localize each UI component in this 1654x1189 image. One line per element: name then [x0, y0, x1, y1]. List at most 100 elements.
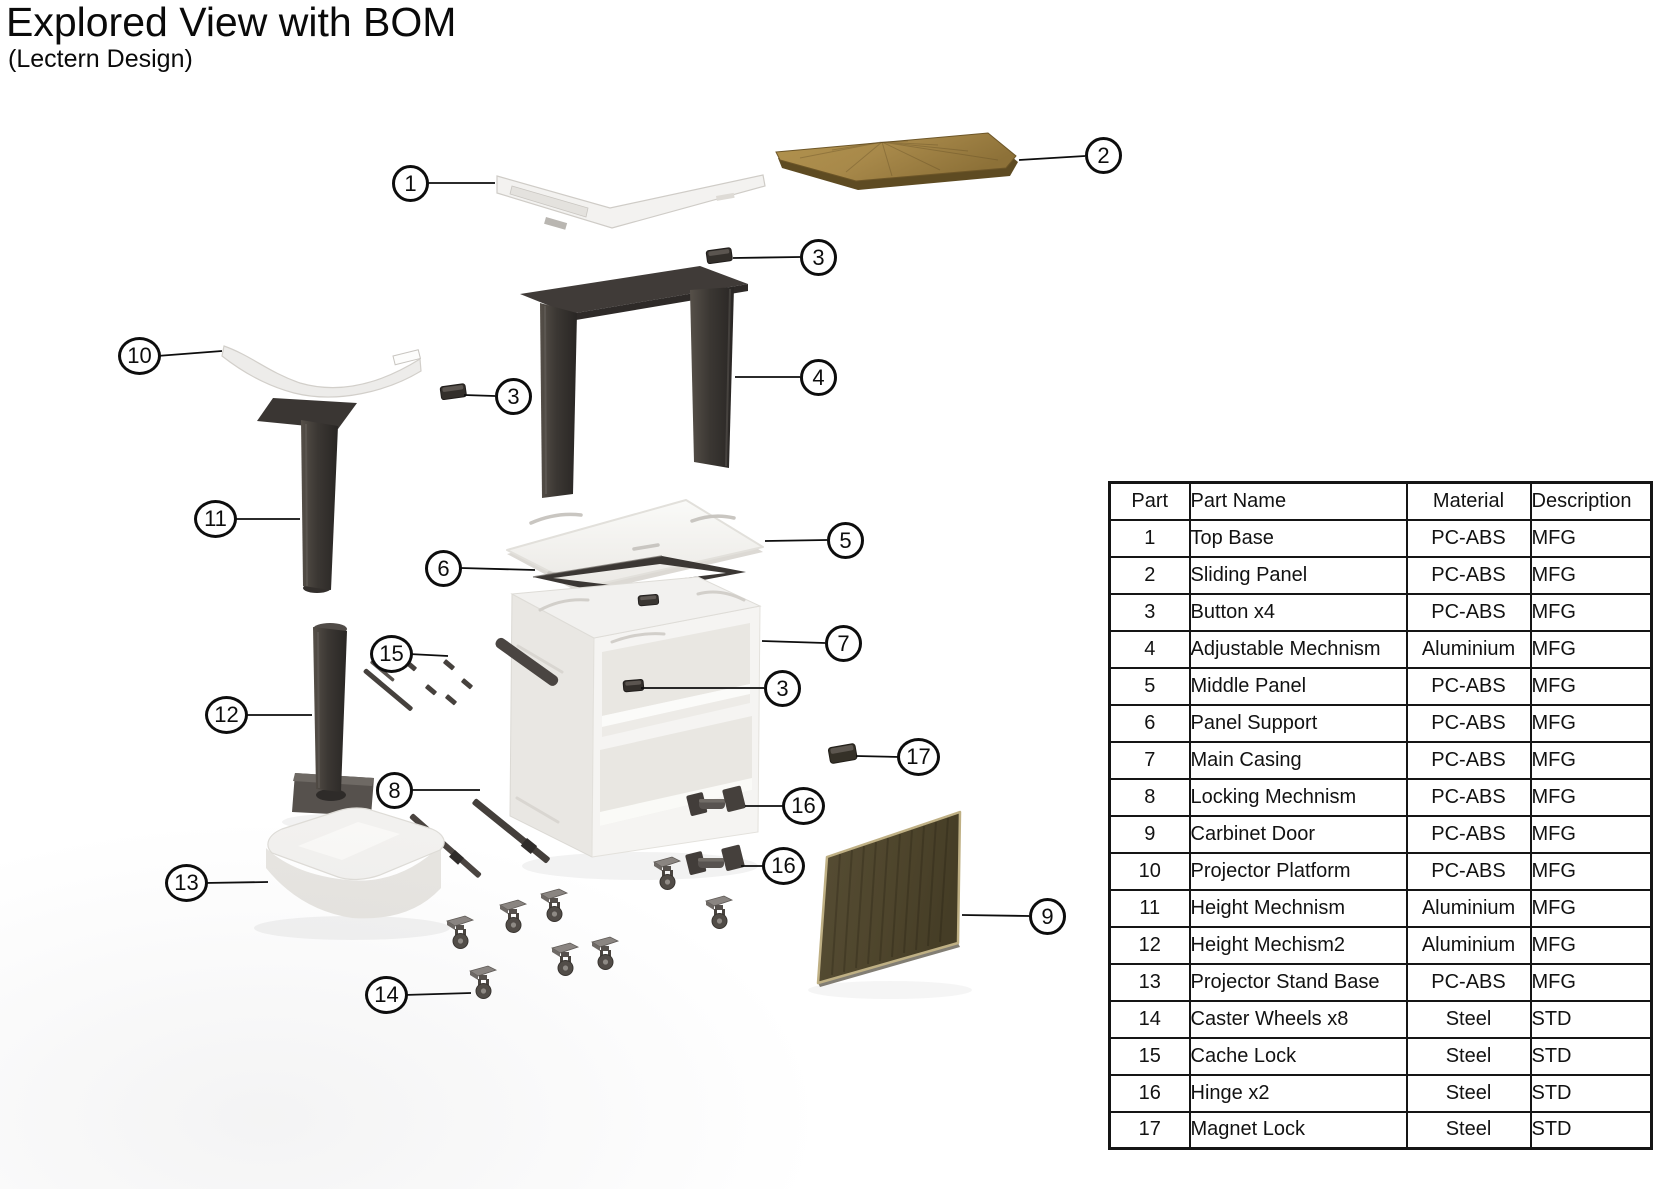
cell-description: STD	[1529, 1110, 1653, 1150]
table-row: 3 Button x4 PC-ABS MFG	[1108, 592, 1653, 632]
cell-name: Sliding Panel	[1188, 555, 1408, 595]
callout-3c: 3	[764, 670, 801, 707]
callout-6: 6	[425, 550, 462, 587]
callout-16b: 16	[762, 847, 805, 885]
callout-12: 12	[205, 696, 248, 734]
cell-material: PC-ABS	[1405, 962, 1532, 1002]
table-row: 1 Top Base PC-ABS MFG	[1108, 518, 1653, 558]
cell-part: 3	[1108, 592, 1191, 632]
cell-description: MFG	[1529, 814, 1653, 854]
part-main-casing	[495, 576, 762, 858]
cell-part: 14	[1108, 999, 1191, 1039]
table-row: 5 Middle Panel PC-ABS MFG	[1108, 666, 1653, 706]
cell-description: STD	[1529, 1036, 1653, 1076]
cell-description: MFG	[1529, 888, 1653, 928]
cell-description: MFG	[1529, 851, 1653, 891]
table-row: 7 Main Casing PC-ABS MFG	[1108, 740, 1653, 780]
cell-part: 11	[1108, 888, 1191, 928]
cell-name: Button x4	[1188, 592, 1408, 632]
part-projector-platform	[221, 345, 422, 398]
table-row: 8 Locking Mechnism PC-ABS MFG	[1108, 777, 1653, 817]
cell-description: MFG	[1529, 962, 1653, 1002]
cell-part: 6	[1108, 703, 1191, 743]
callout-14: 14	[365, 976, 408, 1014]
callout-10: 10	[118, 337, 161, 375]
table-row: 9 Carbinet Door PC-ABS MFG	[1108, 814, 1653, 854]
cell-description: MFG	[1529, 629, 1653, 669]
cell-description: MFG	[1529, 592, 1653, 632]
table-row: 4 Adjustable Mechnism Aluminium MFG	[1108, 629, 1653, 669]
table-row: 2 Sliding Panel PC-ABS MFG	[1108, 555, 1653, 595]
cell-name: Height Mechism2	[1188, 925, 1408, 965]
part-hinge-upper	[686, 785, 746, 816]
page-title: Explored View with BOM	[6, 0, 457, 45]
cell-part: 4	[1108, 629, 1191, 669]
callout-11: 11	[194, 500, 237, 538]
cell-part: 5	[1108, 666, 1191, 706]
cell-material: PC-ABS	[1405, 518, 1532, 558]
part-height-mechanism-1	[257, 398, 357, 593]
cell-name: Top Base	[1188, 518, 1408, 558]
table-row: 16 Hinge x2 Steel STD	[1108, 1073, 1653, 1113]
cell-name: Projector Stand Base	[1188, 962, 1408, 1002]
cell-name: Cache Lock	[1188, 1036, 1408, 1076]
cell-material: PC-ABS	[1405, 851, 1532, 891]
cell-material: Steel	[1405, 999, 1532, 1039]
bom-table: Part Part Name Material Description 1 To…	[1108, 481, 1653, 1150]
cell-material: Aluminium	[1405, 629, 1532, 669]
cell-name: Middle Panel	[1188, 666, 1408, 706]
cell-description: STD	[1529, 1073, 1653, 1113]
part-height-mechanism-2	[292, 623, 374, 816]
callout-7: 7	[825, 625, 862, 662]
bom-header-name: Part Name	[1188, 481, 1408, 521]
cell-name: Projector Platform	[1188, 851, 1408, 891]
cell-description: MFG	[1529, 777, 1653, 817]
part-projector-stand-base	[266, 807, 445, 919]
page-subtitle: (Lectern Design)	[8, 45, 193, 73]
cell-name: Panel Support	[1188, 703, 1408, 743]
cell-part: 10	[1108, 851, 1191, 891]
cell-name: Locking Mechnism	[1188, 777, 1408, 817]
cell-material: Steel	[1405, 1036, 1532, 1076]
cell-description: MFG	[1529, 555, 1653, 595]
cell-material: Aluminium	[1405, 925, 1532, 965]
cell-description: MFG	[1529, 518, 1653, 558]
table-row: 11 Height Mechnism Aluminium MFG	[1108, 888, 1653, 928]
cell-description: STD	[1529, 999, 1653, 1039]
cell-description: MFG	[1529, 740, 1653, 780]
cell-part: 17	[1108, 1110, 1191, 1150]
callout-2: 2	[1085, 137, 1122, 174]
cell-material: PC-ABS	[1405, 740, 1532, 780]
cell-name: Adjustable Mechnism	[1188, 629, 1408, 669]
cell-part: 12	[1108, 925, 1191, 965]
table-row: 10 Projector Platform PC-ABS MFG	[1108, 851, 1653, 891]
cell-part: 7	[1108, 740, 1191, 780]
cell-part: 15	[1108, 1036, 1191, 1076]
callout-8: 8	[376, 772, 413, 809]
callout-4: 4	[800, 359, 837, 396]
part-adjustable-mechanism	[520, 266, 748, 498]
callout-16a: 16	[782, 787, 825, 825]
table-row: 13 Projector Stand Base PC-ABS MFG	[1108, 962, 1653, 1002]
cell-material: Aluminium	[1405, 888, 1532, 928]
cell-description: MFG	[1529, 925, 1653, 965]
cell-part: 8	[1108, 777, 1191, 817]
cell-part: 2	[1108, 555, 1191, 595]
callout-1: 1	[392, 165, 429, 202]
table-row: 12 Height Mechism2 Aluminium MFG	[1108, 925, 1653, 965]
cell-name: Hinge x2	[1188, 1073, 1408, 1113]
callout-15: 15	[370, 635, 413, 673]
table-row: 15 Cache Lock Steel STD	[1108, 1036, 1653, 1076]
part-cabinet-door	[816, 810, 962, 987]
part-hinge-lower	[685, 844, 745, 875]
cell-material: PC-ABS	[1405, 555, 1532, 595]
bom-header-material: Material	[1405, 481, 1532, 521]
bom-header-description: Description	[1529, 481, 1653, 521]
cell-material: PC-ABS	[1405, 592, 1532, 632]
part-panel-support	[532, 555, 746, 596]
cell-name: Height Mechnism	[1188, 888, 1408, 928]
table-row: 14 Caster Wheels x8 Steel STD	[1108, 999, 1653, 1039]
callout-17: 17	[897, 738, 940, 776]
bom-header-row: Part Part Name Material Description	[1108, 481, 1653, 521]
